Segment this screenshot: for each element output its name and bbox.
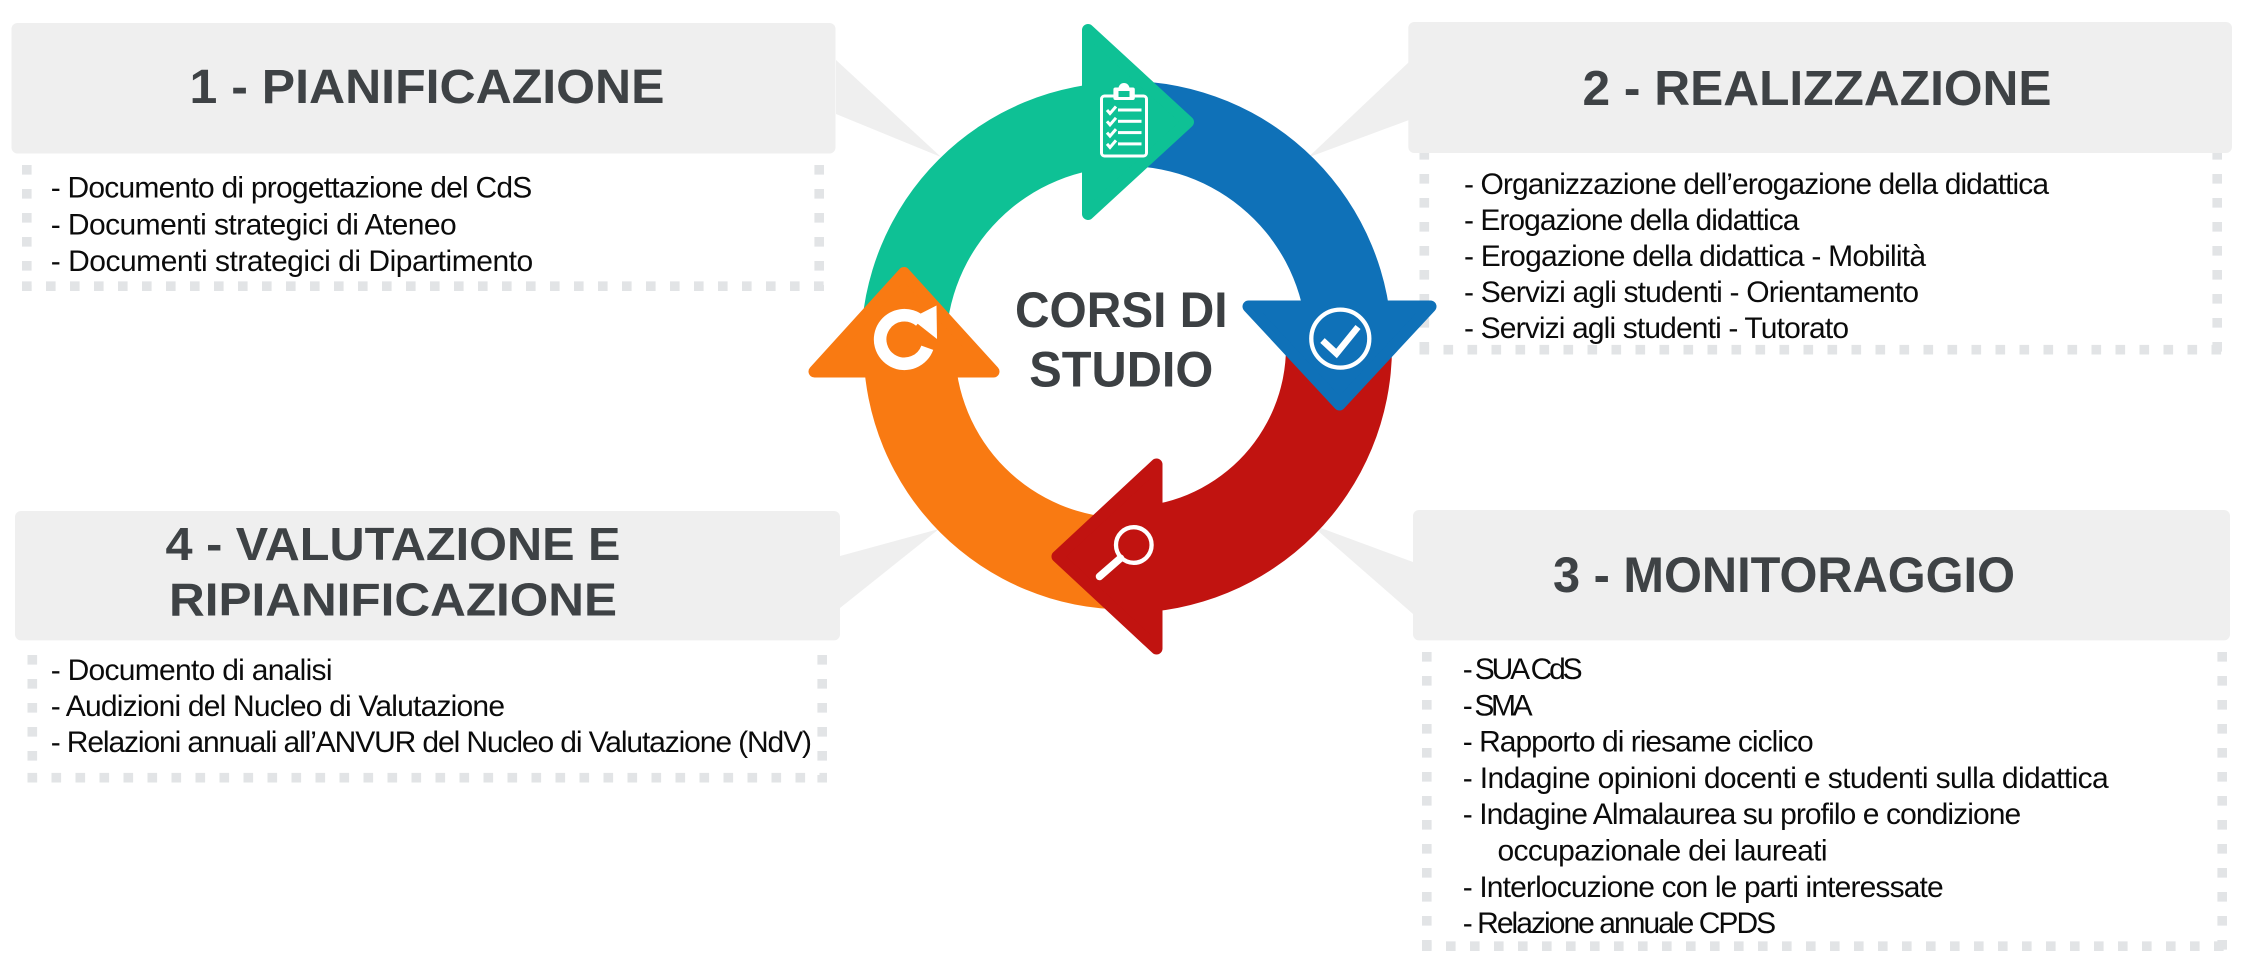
svg-text:- Servizi agli studenti - Tuto: - Servizi agli studenti - Tutorato bbox=[1464, 312, 1849, 345]
svg-text:- Documento di progettazione d: - Documento di progettazione del CdS bbox=[51, 172, 533, 205]
svg-text:- Rapporto di riesame ciclico: - Rapporto di riesame ciclico bbox=[1463, 726, 1814, 759]
svg-text:RIPIANIFICAZIONE: RIPIANIFICAZIONE bbox=[169, 574, 617, 626]
svg-text:- Organizzazione dell’erogazio: - Organizzazione dell’erogazione della d… bbox=[1464, 168, 2049, 201]
svg-text:- Erogazione della didattica: - Erogazione della didattica bbox=[1464, 204, 1800, 237]
svg-text:- Relazioni annuali all’ANVUR: - Relazioni annuali all’ANVUR del Nucleo… bbox=[51, 726, 812, 759]
svg-text:4 - VALUTAZIONE E: 4 - VALUTAZIONE E bbox=[166, 518, 621, 570]
svg-text:- Servizi agli studenti - Orie: - Servizi agli studenti - Orientamento bbox=[1464, 276, 1919, 309]
svg-text:- SUA CdS: - SUA CdS bbox=[1463, 653, 1583, 686]
svg-text:occupazionale dei laureati: occupazionale dei laureati bbox=[1498, 835, 1828, 868]
svg-text:- Documenti strategici di Aten: - Documenti strategici di Ateneo bbox=[51, 208, 457, 241]
svg-text:- Documento di analisi: - Documento di analisi bbox=[51, 654, 333, 687]
svg-text:- Interlocuzione con le parti: - Interlocuzione con le parti interessat… bbox=[1463, 871, 1944, 904]
svg-text:CORSI DI: CORSI DI bbox=[1015, 282, 1228, 338]
svg-text:- Documenti strategici di Dipa: - Documenti strategici di Dipartimento bbox=[51, 245, 534, 278]
svg-text:2 - REALIZZAZIONE: 2 - REALIZZAZIONE bbox=[1583, 62, 2052, 116]
svg-text:- SMA: - SMA bbox=[1463, 689, 1533, 722]
svg-text:- Audizioni del Nucleo di Valu: - Audizioni del Nucleo di Valutazione bbox=[51, 690, 505, 723]
svg-text:3 - MONITORAGGIO: 3 - MONITORAGGIO bbox=[1553, 547, 2015, 603]
svg-text:- Indagine Almalaurea su profi: - Indagine Almalaurea su profilo e condi… bbox=[1463, 798, 2022, 831]
svg-text:1 - PIANIFICAZIONE: 1 - PIANIFICAZIONE bbox=[190, 61, 665, 114]
svg-text:- Indagine opinioni docenti e: - Indagine opinioni docenti e studenti s… bbox=[1463, 762, 2109, 795]
svg-text:- Erogazione della didattica -: - Erogazione della didattica - Mobilità bbox=[1464, 240, 1926, 273]
svg-text:STUDIO: STUDIO bbox=[1029, 341, 1213, 397]
svg-text:- Relazione annuale CPDS: - Relazione annuale CPDS bbox=[1463, 907, 1777, 940]
